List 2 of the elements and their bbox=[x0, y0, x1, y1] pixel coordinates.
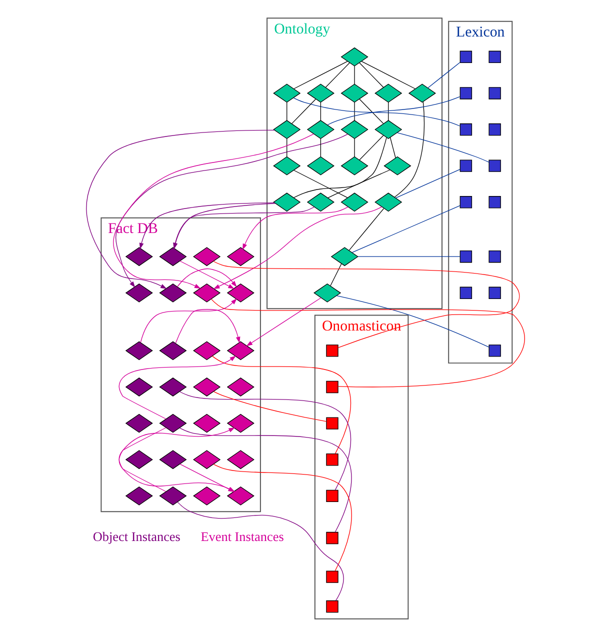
label: Event Instances bbox=[200, 529, 284, 544]
label: Object Instances bbox=[92, 529, 180, 544]
